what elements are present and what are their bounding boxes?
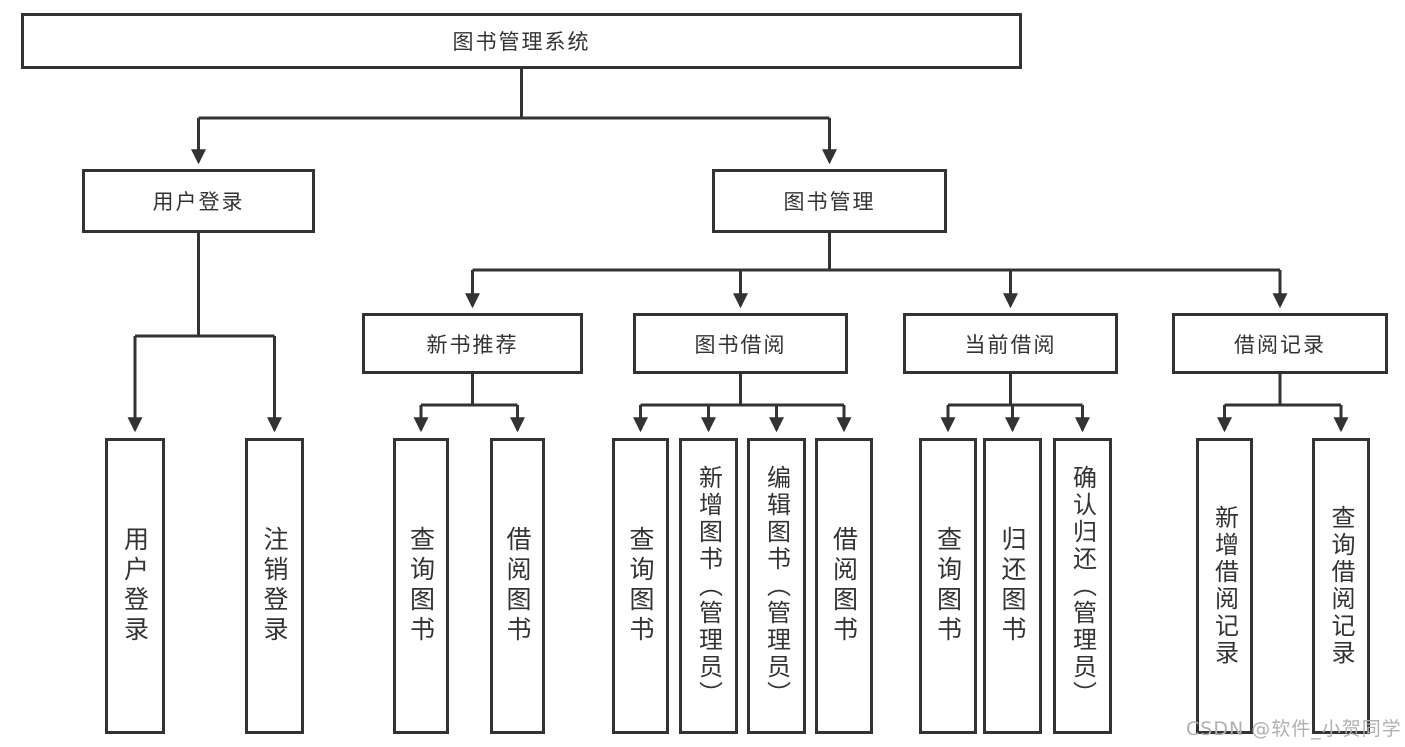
connector-borrow-records-to-leaves bbox=[1217, 374, 1349, 433]
connector-current-borrow-to-leaves bbox=[940, 374, 1090, 433]
node-book-management: 图书管理 bbox=[712, 169, 947, 233]
leaf-borrow-books-borrowing: 借阅图书 bbox=[815, 438, 873, 734]
leaf-query-books-borrowing: 查询图书 bbox=[612, 438, 669, 734]
leaf-borrow-books-recommend: 借阅图书 bbox=[490, 438, 545, 734]
leaf-query-borrow-record-label: 查询借阅记录 bbox=[1327, 505, 1355, 667]
node-root: 图书管理系统 bbox=[21, 13, 1022, 69]
node-user-login: 用户登录 bbox=[82, 169, 315, 233]
leaf-logout: 注销登录 bbox=[245, 438, 304, 734]
leaf-query-borrow-record: 查询借阅记录 bbox=[1312, 438, 1370, 734]
node-borrowing-records: 借阅记录 bbox=[1172, 313, 1388, 374]
leaf-query-books-current: 查询图书 bbox=[919, 438, 977, 734]
leaf-user-login-label: 用户登录 bbox=[120, 526, 150, 646]
leaf-return-books: 归还图书 bbox=[983, 438, 1042, 734]
leaf-user-login: 用户登录 bbox=[105, 438, 165, 734]
leaf-confirm-return-admin-label: 确认归还（管理员） bbox=[1068, 464, 1097, 708]
leaf-query-books-recommend-label: 查询图书 bbox=[406, 526, 436, 646]
leaf-add-borrow-record: 新增借阅记录 bbox=[1196, 438, 1253, 734]
node-new-book-recommend-label: 新书推荐 bbox=[426, 332, 519, 357]
node-book-borrowing: 图书借阅 bbox=[633, 313, 848, 374]
leaf-query-books-current-label: 查询图书 bbox=[933, 526, 963, 646]
leaf-logout-label: 注销登录 bbox=[260, 526, 289, 646]
leaf-query-books-borrowing-label: 查询图书 bbox=[626, 526, 655, 646]
node-current-borrowing-label: 当前借阅 bbox=[964, 332, 1057, 357]
leaf-add-borrow-record-label: 新增借阅记录 bbox=[1210, 505, 1239, 667]
node-book-management-label: 图书管理 bbox=[783, 190, 876, 214]
leaf-return-books-label: 归还图书 bbox=[998, 526, 1027, 646]
leaf-edit-book-admin: 编辑图书（管理员） bbox=[747, 438, 806, 734]
connector-user-login-to-leaves bbox=[127, 233, 282, 433]
leaf-edit-book-admin-label: 编辑图书（管理员） bbox=[762, 464, 791, 708]
leaf-borrow-books-borrowing-label: 借阅图书 bbox=[829, 526, 859, 646]
watermark: CSDN @软件_小贺同学 bbox=[1186, 718, 1402, 740]
leaf-borrow-books-recommend-label: 借阅图书 bbox=[503, 526, 532, 646]
leaf-add-book-admin: 新增图书（管理员） bbox=[679, 438, 738, 734]
leaf-query-books-recommend: 查询图书 bbox=[393, 438, 449, 734]
node-user-login-label: 用户登录 bbox=[152, 190, 245, 214]
node-root-label: 图书管理系统 bbox=[452, 30, 591, 54]
node-book-borrowing-label: 图书借阅 bbox=[694, 332, 787, 357]
leaf-confirm-return-admin: 确认归还（管理员） bbox=[1053, 438, 1112, 734]
connector-root-to-level2 bbox=[191, 69, 837, 165]
node-borrowing-records-label: 借阅记录 bbox=[1234, 332, 1326, 357]
connector-book-borrow-to-leaves bbox=[633, 374, 852, 433]
leaf-add-book-admin-label: 新增图书（管理员） bbox=[694, 464, 723, 708]
connector-new-book-rec-to-leaves bbox=[413, 374, 525, 433]
node-new-book-recommend: 新书推荐 bbox=[362, 313, 583, 374]
connector-book-mgmt-to-level3 bbox=[465, 233, 1288, 309]
node-current-borrowing: 当前借阅 bbox=[903, 313, 1118, 374]
